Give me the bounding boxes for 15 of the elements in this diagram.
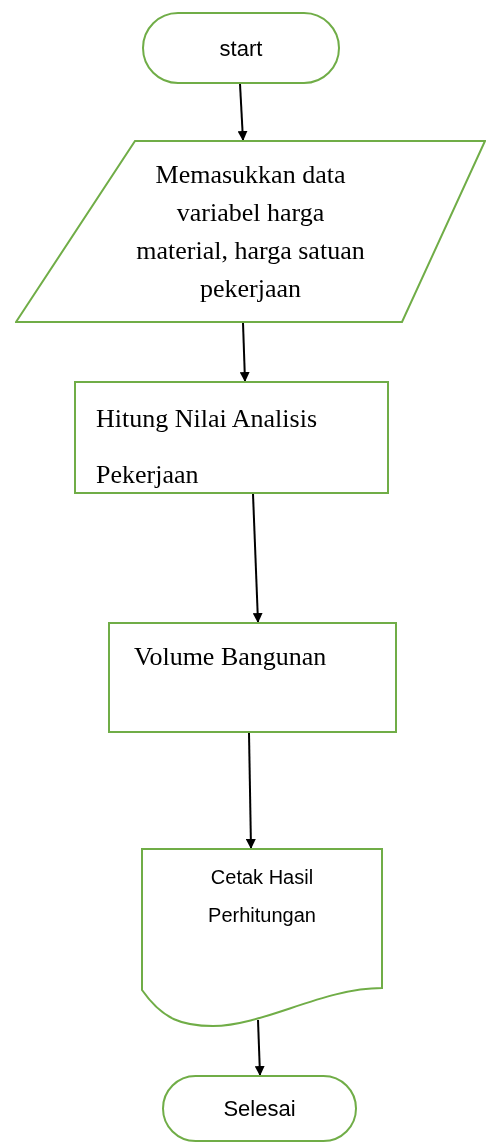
arrow xyxy=(254,1019,265,1076)
node-text: Volume Bangunan xyxy=(134,642,327,671)
node-text: Cetak Hasil Perhitungan xyxy=(207,865,317,928)
arrow xyxy=(239,322,250,382)
arrow xyxy=(252,493,263,623)
document-shape xyxy=(141,848,383,1028)
node-text: Selesai xyxy=(223,1095,296,1123)
node-text: start xyxy=(219,34,263,63)
process-box xyxy=(108,622,397,733)
arrow xyxy=(237,83,248,141)
node-text: Hitung Nilai Analisis Pekerjaan xyxy=(96,404,317,489)
input-parallelogram xyxy=(15,140,486,323)
node-text: Memasukkan data variabel harga material, harga satuan pekerjaan xyxy=(135,158,366,305)
process-box xyxy=(74,381,389,494)
arrow xyxy=(245,732,256,849)
